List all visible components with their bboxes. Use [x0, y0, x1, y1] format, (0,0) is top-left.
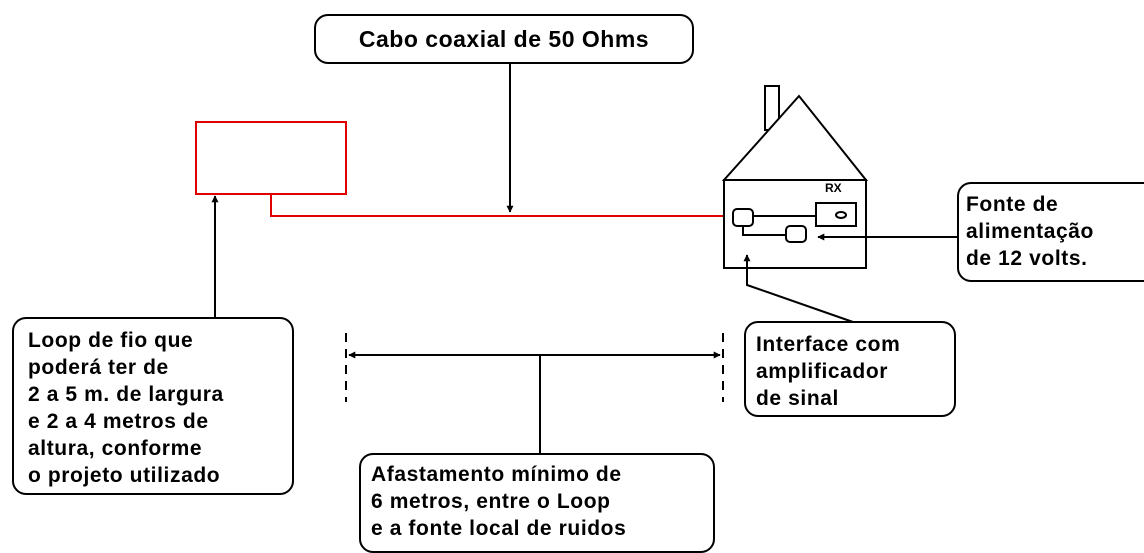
callout-distance: Afastamento mínimo de 6 metros, entre o …: [359, 453, 715, 553]
amplifier-icon: [732, 208, 754, 227]
receiver-icon: [815, 202, 857, 227]
wire-amp-to-supply: [742, 226, 786, 236]
coax-cable: [270, 194, 733, 217]
callout-coax-cable-text: Cabo coaxial de 50 Ohms: [358, 26, 650, 52]
arrow-interface: [743, 254, 854, 323]
callout-coax-cable: Cabo coaxial de 50 Ohms: [314, 14, 694, 64]
callout-loop: Loop de fio que poderá ter de 2 a 5 m. d…: [12, 317, 294, 495]
callout-interface-text: Interface com amplificador de sinal: [756, 333, 901, 410]
callout-power-supply: Fonte de alimentação de 12 volts.: [957, 182, 1144, 282]
callout-interface: Interface com amplificador de sinal: [744, 321, 956, 417]
loop-antenna: [195, 121, 347, 195]
power-supply-icon: [785, 225, 807, 243]
diagram-canvas: [195, 64, 957, 453]
rx-label: RX: [825, 181, 842, 195]
callout-distance-text: Afastamento mínimo de 6 metros, entre o …: [371, 463, 627, 540]
callout-power-supply-text: Fonte de alimentação de 12 volts.: [966, 193, 1094, 270]
callout-loop-text: Loop de fio que poderá ter de 2 a 5 m. d…: [28, 329, 224, 487]
